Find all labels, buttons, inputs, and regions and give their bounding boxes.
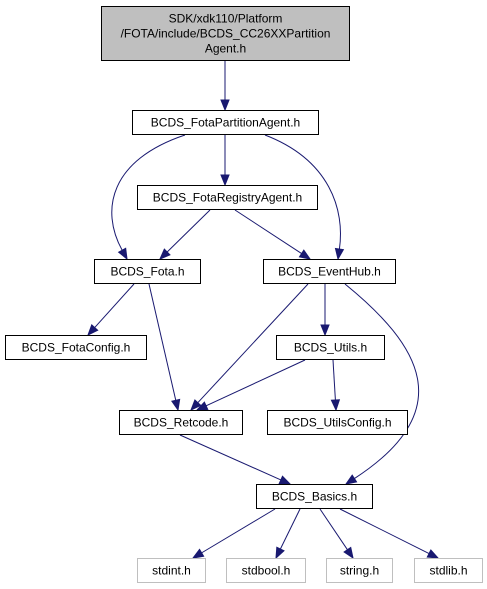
node-eventhub[interactable]: BCDS_EventHub.h bbox=[263, 259, 396, 284]
edge-partition_agent-to-registry_agent bbox=[220, 135, 230, 187]
node-box bbox=[137, 558, 206, 583]
node-stdbool[interactable]: stdbool.h bbox=[226, 558, 306, 583]
edge-line bbox=[166, 209, 211, 253]
arrowhead bbox=[330, 399, 341, 412]
node-label: BCDS_FotaPartitionAgent.h bbox=[151, 116, 300, 130]
node-box bbox=[137, 185, 318, 210]
node-label: BCDS_Fota.h bbox=[110, 265, 184, 279]
edge-root-to-partition_agent bbox=[220, 61, 230, 112]
arrowhead bbox=[278, 475, 292, 485]
edge-partition_agent-to-eventhub bbox=[264, 134, 345, 261]
edge-line bbox=[111, 134, 186, 251]
node-box bbox=[276, 335, 385, 360]
edge-basics-to-stdint bbox=[191, 508, 276, 559]
edge-line bbox=[344, 283, 420, 479]
edge-partition_agent-to-fota bbox=[111, 134, 186, 261]
edge-registry_agent-to-eventhub bbox=[234, 209, 312, 260]
edge-eventhub-to-utils bbox=[320, 284, 330, 337]
edge-line bbox=[179, 434, 282, 481]
node-label: BCDS_Utils.h bbox=[294, 341, 367, 355]
node-label: BCDS_Basics.h bbox=[272, 490, 357, 504]
node-label: stdbool.h bbox=[242, 564, 291, 578]
edge-eventhub-to-retcode bbox=[190, 283, 309, 411]
edge-line bbox=[234, 209, 302, 254]
node-stdint[interactable]: stdint.h bbox=[137, 558, 206, 583]
arrowhead bbox=[159, 248, 171, 260]
edge-line bbox=[279, 508, 301, 550]
node-registry_agent[interactable]: BCDS_FotaRegistryAgent.h bbox=[137, 185, 318, 210]
arrowhead bbox=[343, 546, 354, 560]
node-label: BCDS_FotaConfig.h bbox=[22, 341, 131, 355]
arrowhead bbox=[298, 249, 312, 260]
node-fotaconfig[interactable]: BCDS_FotaConfig.h bbox=[5, 335, 147, 360]
node-basics[interactable]: BCDS_Basics.h bbox=[256, 484, 373, 509]
edge-fota-to-fotaconfig bbox=[87, 283, 135, 336]
node-label: string.h bbox=[340, 564, 379, 578]
node-label: BCDS_UtilsConfig.h bbox=[283, 416, 391, 430]
node-label: BCDS_Retcode.h bbox=[134, 416, 229, 430]
edge-line bbox=[205, 359, 306, 407]
node-box bbox=[256, 484, 373, 509]
arrowhead bbox=[191, 548, 205, 559]
arrowhead bbox=[275, 546, 285, 560]
edge-line bbox=[201, 508, 276, 554]
edge-line bbox=[339, 508, 430, 554]
node-box bbox=[267, 410, 408, 435]
node-label: stdlib.h bbox=[429, 564, 467, 578]
edge-line bbox=[94, 283, 135, 328]
node-label: BCDS_FotaRegistryAgent.h bbox=[153, 191, 302, 205]
node-label: BCDS_EventHub.h bbox=[278, 265, 381, 279]
arrowhead bbox=[426, 549, 440, 559]
edge-basics-to-stdbool bbox=[275, 508, 301, 560]
node-partition_agent[interactable]: BCDS_FotaPartitionAgent.h bbox=[132, 110, 319, 135]
arrowhead bbox=[334, 247, 345, 261]
node-box bbox=[5, 335, 147, 360]
node-root[interactable]: SDK/xdk110/Platform/FOTA/include/BCDS_CC… bbox=[101, 6, 350, 61]
node-label: SDK/xdk110/Platform bbox=[169, 12, 283, 26]
node-fota[interactable]: BCDS_Fota.h bbox=[94, 259, 201, 284]
node-retcode[interactable]: BCDS_Retcode.h bbox=[119, 410, 243, 435]
edge-line bbox=[148, 283, 177, 401]
edge-basics-to-string bbox=[319, 508, 354, 560]
edge-line bbox=[264, 134, 341, 250]
node-stdlib[interactable]: stdlib.h bbox=[414, 558, 483, 583]
node-box bbox=[119, 410, 243, 435]
node-box bbox=[263, 259, 396, 284]
edge-registry_agent-to-fota bbox=[159, 209, 211, 260]
arrowhead bbox=[195, 401, 209, 411]
edge-fota-to-retcode bbox=[148, 283, 181, 412]
node-box bbox=[414, 558, 483, 583]
arrowhead bbox=[171, 398, 181, 412]
arrowhead bbox=[220, 99, 230, 112]
edge-line bbox=[319, 508, 348, 550]
node-box bbox=[101, 6, 350, 61]
edge-eventhub-to-basics bbox=[344, 283, 420, 485]
arrowhead bbox=[190, 399, 202, 411]
node-box bbox=[132, 110, 319, 135]
node-box bbox=[226, 558, 306, 583]
node-label: stdint.h bbox=[152, 564, 191, 578]
edge-line bbox=[332, 359, 336, 401]
arrowhead bbox=[344, 474, 358, 485]
edge-basics-to-stdlib bbox=[339, 508, 440, 559]
edges-layer bbox=[87, 61, 440, 560]
edge-line bbox=[197, 283, 309, 404]
node-label: /FOTA/include/BCDS_CC26XXPartition bbox=[121, 27, 331, 41]
edge-utils-to-retcode bbox=[195, 359, 306, 411]
node-utilsconfig[interactable]: BCDS_UtilsConfig.h bbox=[267, 410, 408, 435]
edge-utils-to-utilsconfig bbox=[330, 359, 341, 412]
node-string[interactable]: string.h bbox=[326, 558, 393, 583]
arrowhead bbox=[117, 247, 128, 261]
node-box bbox=[326, 558, 393, 583]
edge-retcode-to-basics bbox=[179, 434, 292, 485]
arrowhead bbox=[87, 324, 99, 336]
node-utils[interactable]: BCDS_Utils.h bbox=[276, 335, 385, 360]
nodes-layer: SDK/xdk110/Platform/FOTA/include/BCDS_CC… bbox=[5, 6, 483, 583]
node-label: Agent.h bbox=[205, 42, 246, 56]
node-box bbox=[94, 259, 201, 284]
arrowhead bbox=[220, 174, 230, 187]
arrowhead bbox=[320, 324, 330, 337]
